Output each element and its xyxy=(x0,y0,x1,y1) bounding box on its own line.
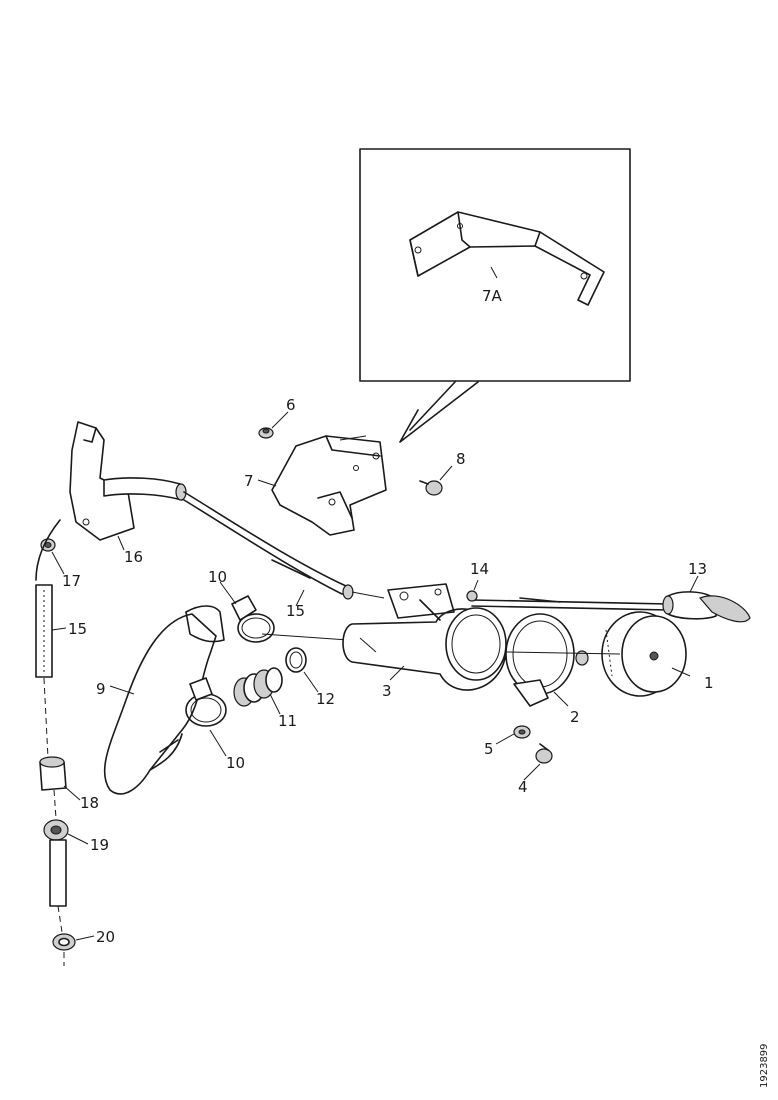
callout-12: 12 xyxy=(316,690,335,708)
leader-lines xyxy=(51,411,699,941)
callout-9: 9 xyxy=(96,680,106,698)
callout-14: 14 xyxy=(470,560,489,578)
callout-6: 6 xyxy=(286,396,296,414)
clamp-10-lower xyxy=(185,677,227,727)
inset-pointer xyxy=(399,381,479,443)
bracket-16 xyxy=(69,421,135,541)
callout-4: 4 xyxy=(518,778,528,796)
callout-labels: 7A 1 2 3 4 5 6 7 8 9 10 10 11 12 13 14 1… xyxy=(62,287,714,946)
axis-line-left xyxy=(43,677,49,759)
callout-8: 8 xyxy=(456,450,466,468)
washer-20 xyxy=(52,933,76,951)
callout-19: 19 xyxy=(90,836,109,854)
axis-line-centre xyxy=(261,633,349,641)
bolt-4 xyxy=(535,743,553,764)
callout-10-lower: 10 xyxy=(226,754,245,772)
o-ring-12 xyxy=(285,647,307,673)
clamp-10-upper xyxy=(231,595,275,643)
callout-17: 17 xyxy=(62,572,81,590)
rod-14 xyxy=(466,590,669,611)
callout-1: 1 xyxy=(704,674,714,692)
callout-10-upper: 10 xyxy=(208,568,227,586)
valve-13 xyxy=(662,591,751,623)
nut-6 xyxy=(258,427,274,439)
callout-18: 18 xyxy=(80,794,99,812)
callout-3: 3 xyxy=(382,682,392,700)
callout-20: 20 xyxy=(96,928,115,946)
callout-16: 16 xyxy=(124,548,143,566)
hose-15-upper xyxy=(183,491,347,587)
callout-7a: 7A xyxy=(482,287,503,305)
nut-19 xyxy=(43,819,69,841)
bracket-7a xyxy=(409,211,605,306)
callout-15-center: 15 xyxy=(286,602,305,620)
filter-housing-3 xyxy=(342,583,507,691)
clamp-2 xyxy=(505,613,589,707)
callout-15-left: 15 xyxy=(68,620,87,638)
connector-11 xyxy=(233,667,283,707)
cap-1 xyxy=(601,611,687,697)
connector-18 xyxy=(39,756,67,791)
bracket-7 xyxy=(271,435,387,536)
callout-13: 13 xyxy=(688,560,707,578)
callout-11: 11 xyxy=(278,712,297,730)
callout-2: 2 xyxy=(570,708,580,726)
inset-detail-7a xyxy=(359,148,631,382)
elbow-hose-9 xyxy=(103,605,225,795)
reference-number: 1923899 xyxy=(759,1043,770,1088)
nut-5 xyxy=(513,725,531,739)
callout-7: 7 xyxy=(244,472,254,490)
bolt-8 xyxy=(419,480,443,496)
hose-15-left xyxy=(35,519,61,678)
tube-stub xyxy=(49,839,67,907)
callout-5: 5 xyxy=(484,740,494,758)
